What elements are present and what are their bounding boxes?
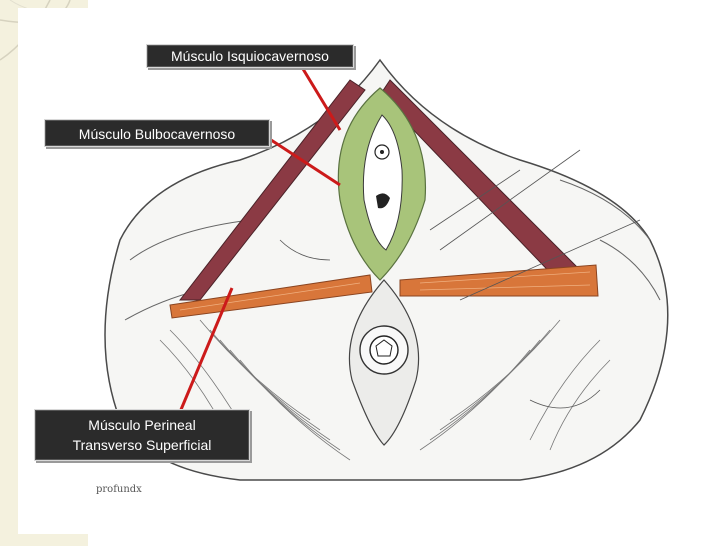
- perineal-label-line2: Transverso Superficial: [72, 437, 212, 453]
- slide-content: [18, 8, 722, 534]
- ischiocavernosus-label: Músculo Isquiocavernoso: [146, 44, 354, 68]
- bulbocavernosus-label: Músculo Bulbocavernoso: [44, 119, 270, 147]
- figure-caption: profundx: [96, 484, 142, 495]
- perineal-label-line1: Músculo Perineal: [88, 417, 196, 433]
- perineum-anatomy-illustration: [104, 58, 669, 481]
- superficial-transverse-perineal-label: Músculo Perineal Transverso Superficial: [34, 409, 250, 461]
